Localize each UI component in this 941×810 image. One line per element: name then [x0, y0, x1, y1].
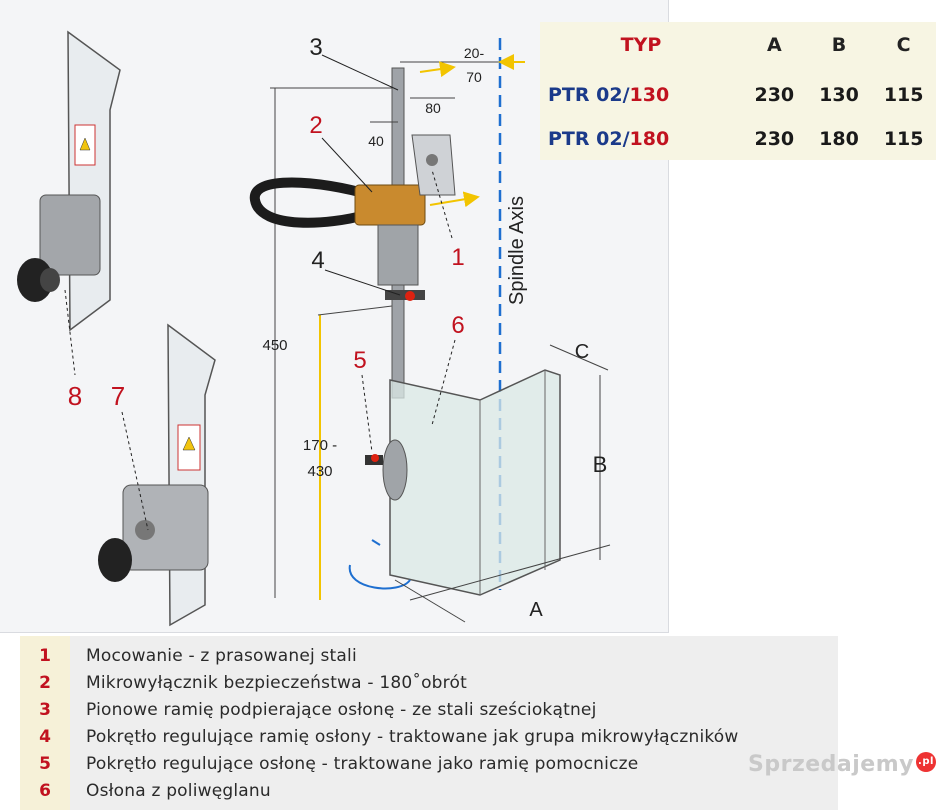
legend-text: Pokrętło regulujące ramię osłony - trakt… — [86, 727, 739, 747]
guard-detail-8 — [17, 30, 121, 332]
legend-item: 5 Pokrętło regulujące osłonę - traktowane… — [20, 754, 838, 781]
dim-b: B — [593, 452, 608, 477]
cell-b: 180 — [819, 127, 859, 150]
guard-detail-7 — [98, 323, 216, 627]
spindle-axis-label: Spindle Axis — [506, 196, 528, 305]
microswitch — [354, 184, 426, 226]
legend-num: 6 — [39, 781, 51, 801]
dim-20-70-top: 20- — [464, 45, 485, 61]
legend-item: 1 Mocowanie - z prasowanej stali — [20, 646, 838, 673]
dim-450: 450 — [262, 337, 287, 354]
callout-8: 8 — [68, 381, 82, 411]
legend-text: Pokrętło regulujące osłonę - traktowane … — [86, 754, 639, 774]
polycarbonate-guard — [389, 369, 561, 596]
watermark-text: Sprzedajemy — [748, 752, 914, 777]
legend-text: Osłona z poliwęglanu — [86, 781, 271, 801]
dim-170-bottom: 430 — [307, 463, 332, 480]
header-c: C — [896, 34, 911, 56]
knob-icon — [17, 258, 53, 302]
callout-5: 5 — [353, 347, 366, 374]
legend-item: 3 Pionowe ramię podpierające osłonę - ze … — [20, 700, 838, 727]
dim-a: A — [529, 599, 543, 621]
legend-item: 2 Mikrowyłącznik bezpieczeństwa - 180˚obr… — [20, 673, 838, 700]
knob-4-icon — [385, 290, 425, 300]
dim-170-top: 170 - — [303, 437, 337, 454]
cable-icon — [249, 177, 372, 228]
callout-1: 1 — [451, 244, 464, 271]
cell-c: 115 — [883, 84, 924, 107]
header-typ: TYP — [620, 34, 662, 56]
callout-6: 6 — [451, 312, 464, 339]
model-cell: PTR 02/130 — [540, 68, 742, 118]
table-row: PTR 02/130 230 130 115 — [540, 68, 936, 118]
product-diagram: 8 7 450 170 - 430 Spindle Axis — [17, 30, 611, 627]
callout-3: 3 — [309, 34, 322, 61]
watermark: Sprzedajemy.pl — [748, 752, 936, 777]
dim-c: C — [575, 341, 589, 363]
cell-a: 230 — [754, 127, 795, 150]
legend-num: 3 — [39, 700, 51, 720]
table-header-row: TYP A B C — [540, 22, 936, 68]
legend: 1 Mocowanie - z prasowanej stali 2 Mikrowy… — [20, 636, 838, 810]
legend-item: 6 Osłona z poliwęglanu — [20, 781, 838, 808]
cell-c: 115 — [883, 127, 924, 150]
model-suffix: 180 — [629, 127, 670, 150]
callout-7: 7 — [111, 381, 125, 411]
model-cell: PTR 02/180 — [540, 118, 742, 160]
type-table: TYP A B C PTR 02/130 230 130 115 PTR 02/… — [540, 22, 936, 160]
dim-20-70-bottom: 70 — [466, 69, 482, 85]
header-a: A — [766, 34, 782, 56]
callout-2: 2 — [309, 112, 322, 139]
callout-4: 4 — [311, 247, 324, 274]
clamp-block-icon — [39, 194, 101, 276]
legend-text: Mocowanie - z prasowanej stali — [86, 646, 357, 666]
header-b: B — [831, 34, 847, 56]
dim-80: 80 — [425, 100, 441, 116]
legend-num: 1 — [39, 646, 51, 666]
cell-b: 130 — [819, 84, 859, 107]
model-suffix: 130 — [629, 84, 670, 107]
legend-text: Mikrowyłącznik bezpieczeństwa - 180˚obró… — [86, 673, 467, 693]
watermark-dot: .pl — [916, 752, 936, 772]
legend-num: 2 — [39, 673, 51, 693]
model-prefix: PTR 02/ — [548, 127, 630, 150]
table-row: PTR 02/180 230 180 115 — [540, 118, 936, 160]
dim-40: 40 — [368, 133, 384, 149]
cell-a: 230 — [754, 84, 795, 107]
legend-item: 4 Pokrętło regulujące ramię osłony - trak… — [20, 727, 838, 754]
legend-num: 4 — [39, 727, 51, 747]
model-prefix: PTR 02/ — [548, 84, 630, 107]
legend-text: Pionowe ramię podpierające osłonę - ze s… — [86, 700, 597, 720]
legend-num: 5 — [39, 754, 51, 774]
